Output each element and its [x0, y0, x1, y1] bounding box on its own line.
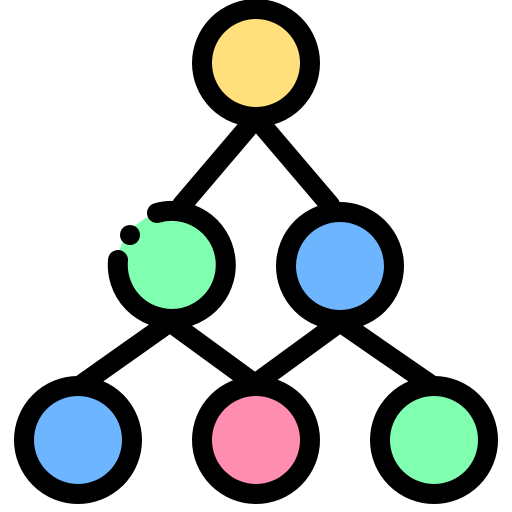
- bottom-left-node: [14, 376, 142, 504]
- connector-root-mid-right: [246, 108, 340, 215]
- connector-mid-right-bottom-right: [330, 312, 444, 397]
- mid-left-node-accent-dot: [120, 225, 140, 245]
- connector-group: [68, 108, 444, 397]
- connector-mid-right-bottom-middle: [245, 312, 350, 394]
- mid-left-node-outline: [107, 201, 236, 329]
- connector-mid-left-bottom-middle: [160, 312, 265, 394]
- root-node: [192, 0, 320, 127]
- bottom-right-node: [370, 376, 498, 504]
- mid-right-node: [276, 202, 404, 330]
- bottom-middle-node: [192, 376, 320, 504]
- connector-mid-left-bottom-left: [68, 312, 180, 397]
- connector-root-mid-left: [172, 108, 266, 215]
- mid-left-node: [117, 212, 225, 320]
